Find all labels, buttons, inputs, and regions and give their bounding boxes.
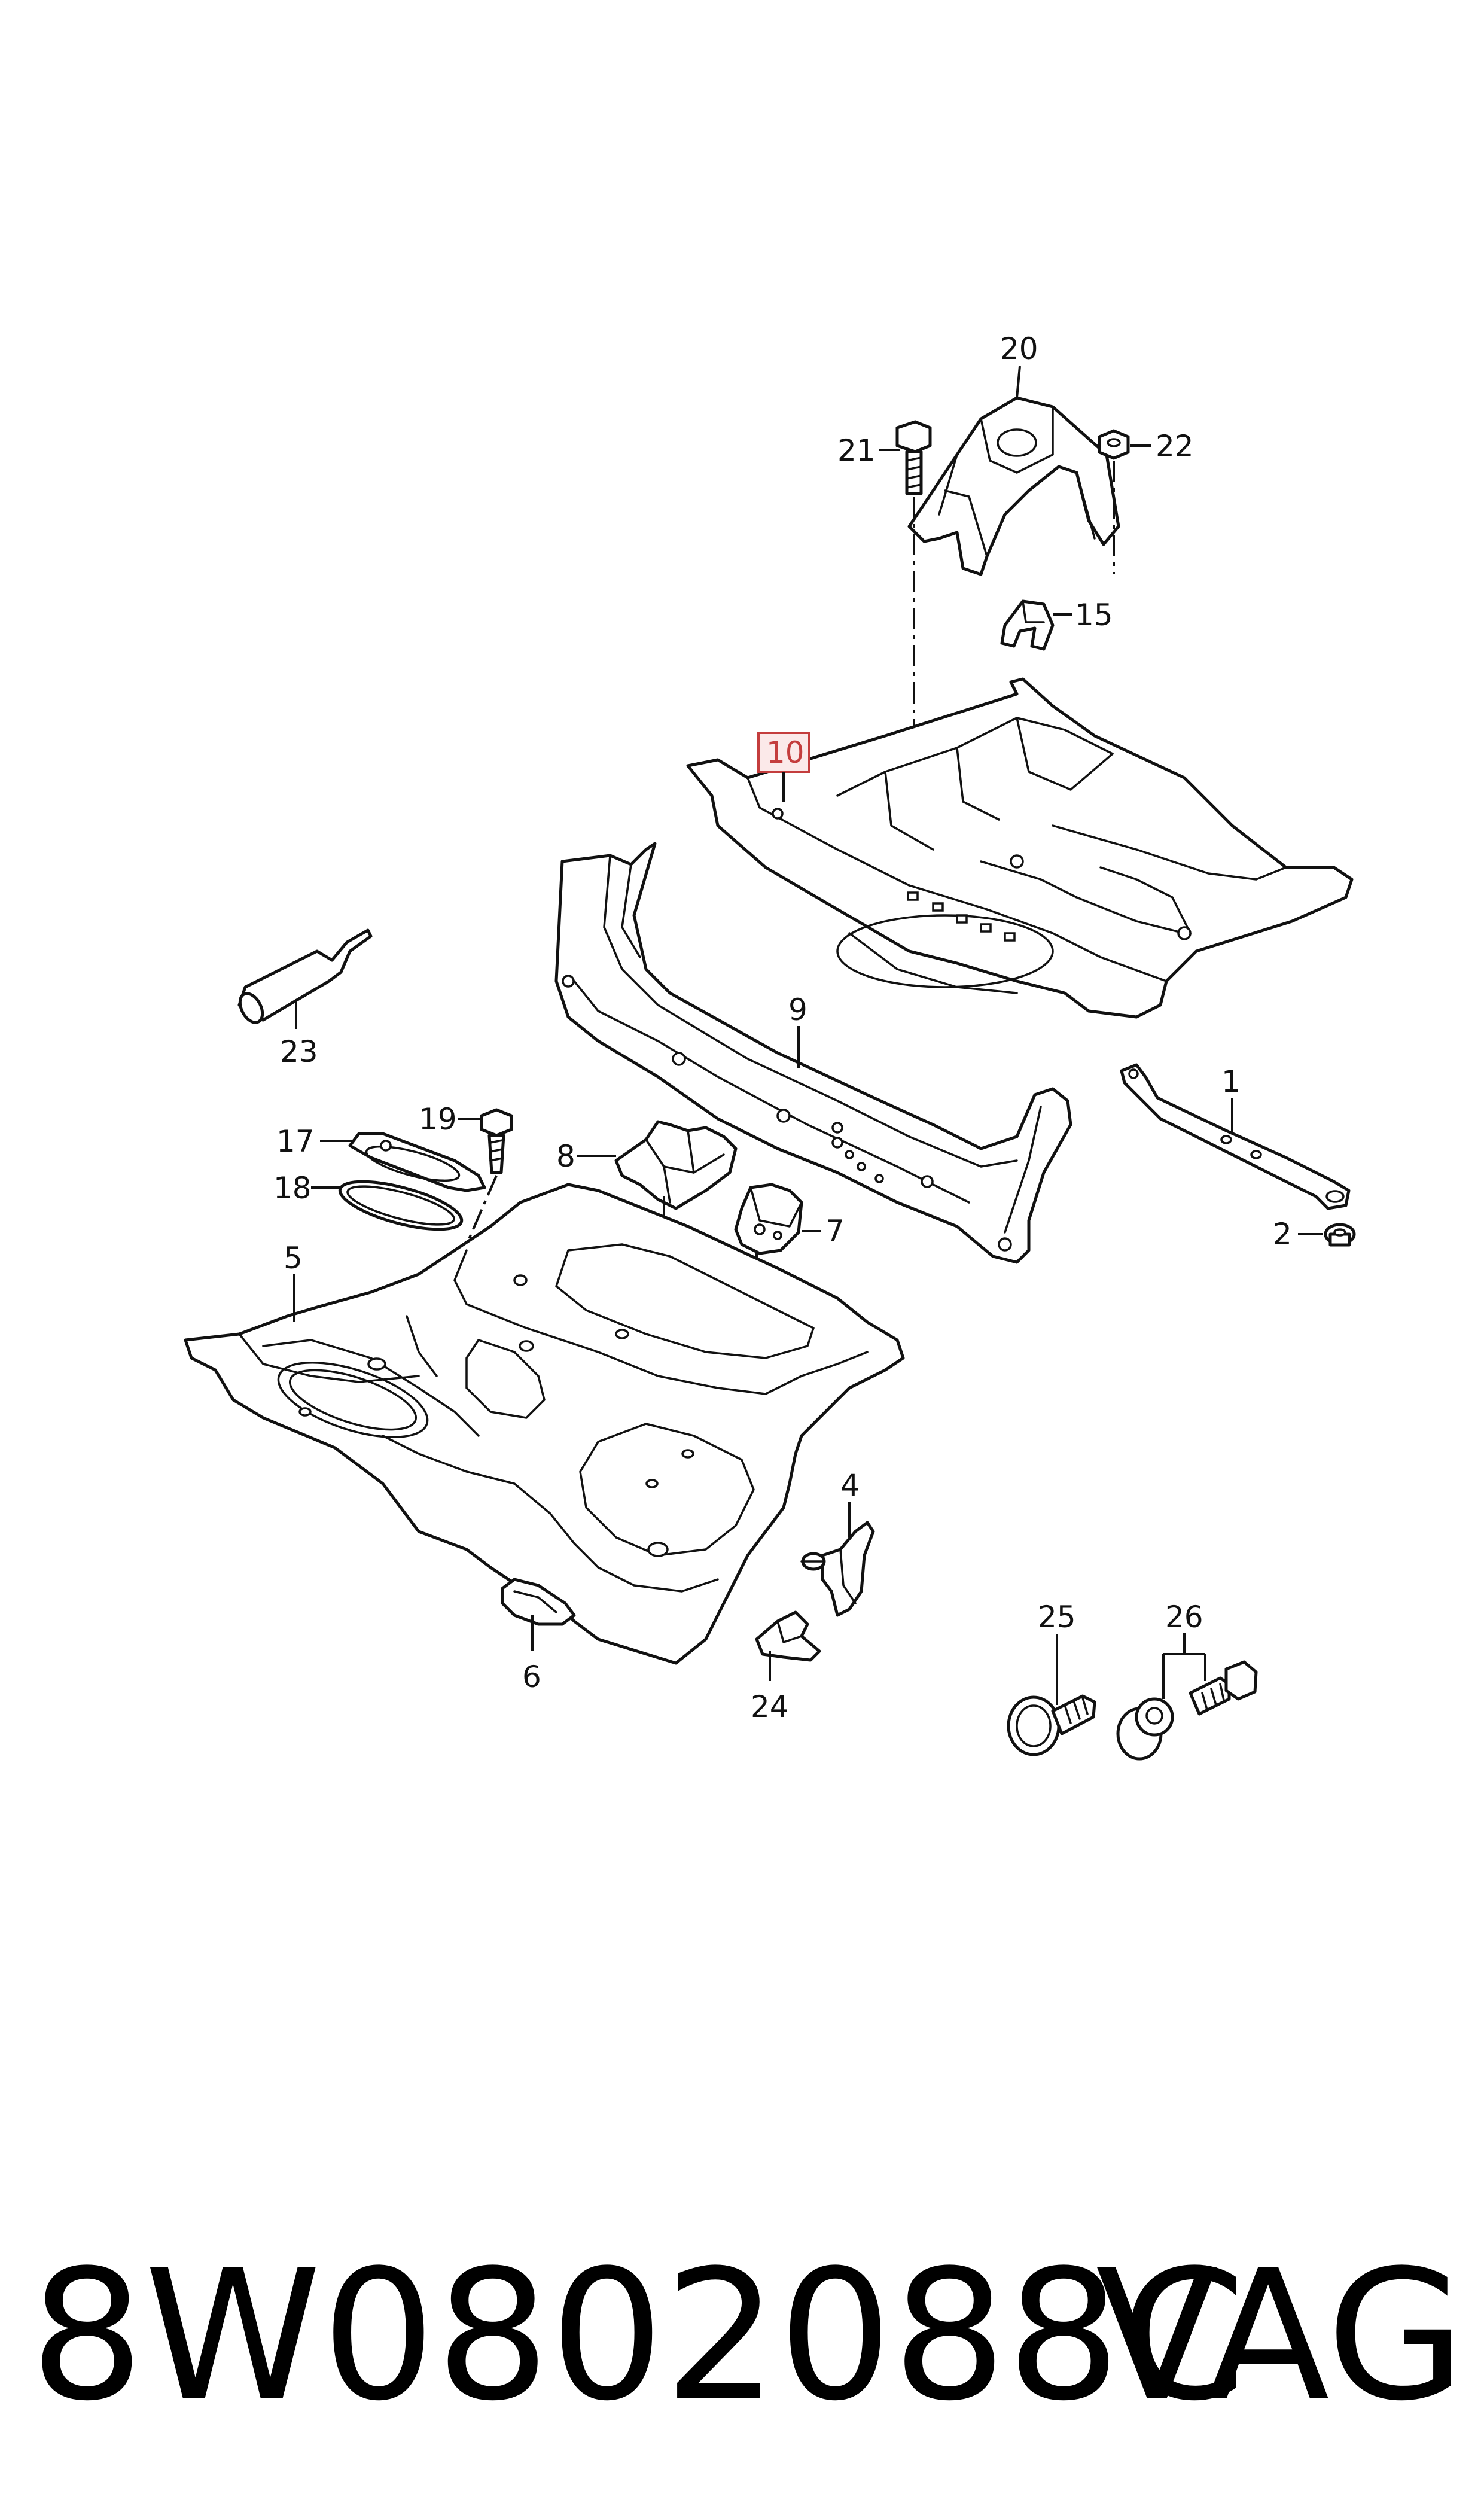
callout-20: 20 [1000,331,1038,366]
part-9-cross-panel [554,842,1072,1264]
callout-4: 4 [840,1468,860,1503]
leader-20 [1016,366,1021,398]
part-21-bolt [895,420,932,495]
callout-18: 18 [273,1171,312,1205]
part-15-clip [1000,599,1055,651]
part-4-bracket [800,1521,875,1617]
part-18-seal-ring [338,1180,464,1231]
part-25-fastener [1007,1694,1096,1756]
part-26-bolt-spacer [1116,1660,1258,1761]
part-22-nut [1098,429,1130,460]
callout-24: 24 [751,1689,789,1724]
callout-17: 17 [276,1124,315,1159]
callout-6: 6 [522,1660,541,1694]
part-24-clip [755,1610,821,1662]
brand-name: VAG [1095,2231,1465,2440]
callout-9: 9 [788,992,807,1027]
part-23-sealant-tube [237,928,373,1024]
callout-23: 23 [280,1034,318,1069]
callout-10: 10 [766,735,805,770]
part-20-bracket [907,396,1120,576]
footer: 8W0802088C VAG [30,2237,1465,2435]
part-10-trunk-floor [686,677,1354,1019]
part-8-bracket [614,1120,738,1210]
part-number: 8W0802088C [30,2231,1247,2440]
part-19-screw [480,1108,513,1174]
callout-25: 25 [1038,1600,1076,1634]
callout-22: 22 [1156,429,1194,464]
part-6-bracket [501,1578,576,1626]
callout-2: 2 [1273,1217,1292,1252]
part-5-rear-floor [184,1183,905,1665]
part-17-cover-plate [348,1132,486,1192]
callout-7: 7 [825,1214,845,1249]
callout-1: 1 [1221,1064,1241,1099]
part-2-nut [1324,1223,1356,1247]
callout-8: 8 [556,1139,575,1174]
callout-15: 15 [1075,598,1113,632]
part-1-strap [1120,1063,1351,1210]
callout-5: 5 [284,1241,303,1275]
callout-19: 19 [419,1102,457,1137]
callout-26: 26 [1165,1600,1203,1634]
callout-21: 21 [837,433,876,468]
part-7-bracket [734,1183,803,1255]
